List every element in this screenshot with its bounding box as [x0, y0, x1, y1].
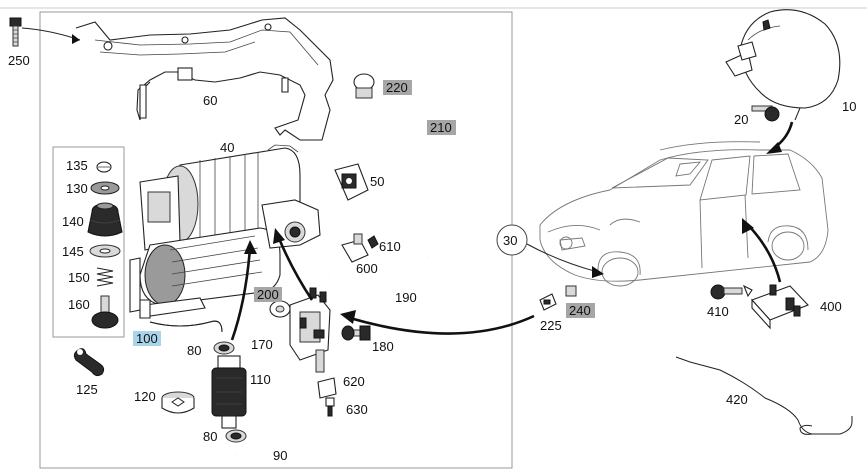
compressor-40[interactable] — [129, 144, 321, 317]
bolt-250[interactable] — [9, 17, 22, 47]
label-400: 400 — [820, 299, 842, 314]
label-160: 160 — [68, 297, 90, 312]
label-250: 250 — [8, 53, 30, 68]
clip-610[interactable] — [367, 235, 379, 249]
label-145: 145 — [62, 244, 84, 259]
bolt-20[interactable] — [751, 105, 780, 122]
label-150: 150 — [68, 270, 90, 285]
label-130: 130 — [66, 181, 88, 196]
washer-130[interactable] — [90, 181, 120, 195]
washer-200[interactable] — [269, 300, 291, 318]
label-135: 135 — [66, 158, 88, 173]
nut-135[interactable] — [96, 161, 112, 173]
label-190: 190 — [395, 290, 417, 305]
arrow-compressor-up — [230, 247, 252, 341]
label-80-upper: 80 — [187, 343, 201, 358]
label-110: 110 — [250, 372, 271, 387]
washer-145[interactable] — [89, 244, 121, 258]
label-20: 20 — [734, 112, 748, 127]
clamp-80-lower[interactable] — [225, 429, 247, 443]
cap-240[interactable] — [565, 285, 577, 297]
label-90: 90 — [273, 448, 287, 463]
hose-100[interactable] — [149, 320, 223, 333]
label-bg-200 — [254, 287, 282, 302]
label-120: 120 — [134, 389, 156, 404]
label-30: 30 — [503, 233, 517, 248]
label-bg-220 — [383, 80, 412, 95]
valve-225[interactable] — [539, 293, 557, 311]
label-180: 180 — [372, 339, 394, 354]
label-60: 60 — [203, 93, 217, 108]
label-410: 410 — [707, 304, 729, 319]
rubber-mount-140[interactable] — [87, 202, 123, 237]
label-80-lower: 80 — [203, 429, 217, 444]
clamp-80-upper[interactable] — [213, 341, 235, 355]
filter-110[interactable] — [211, 355, 247, 429]
label-bg-100 — [133, 331, 161, 346]
wrench-icon — [73, 348, 105, 377]
valve-block-170[interactable] — [289, 287, 331, 373]
arrow-sensor-up — [747, 224, 782, 283]
label-630: 630 — [346, 402, 368, 417]
label-220: 220 — [386, 80, 408, 95]
callout-30[interactable] — [496, 224, 528, 256]
label-200: 200 — [257, 287, 279, 302]
bracket-60[interactable] — [75, 17, 334, 141]
spring-150[interactable] — [96, 267, 114, 287]
sensor-600[interactable] — [341, 233, 369, 263]
label-610: 610 — [379, 239, 401, 254]
label-240: 240 — [569, 303, 591, 318]
bolt-410[interactable] — [710, 284, 753, 300]
bolt-180[interactable] — [341, 325, 371, 341]
label-210: 210 — [430, 120, 452, 135]
plug-630[interactable] — [325, 397, 335, 417]
linkage-rod-420[interactable] — [675, 356, 853, 435]
arrow-250 — [21, 27, 81, 41]
air-reservoir-10[interactable] — [725, 9, 841, 121]
label-bg-240 — [566, 303, 595, 318]
arrow-valve-up — [276, 235, 314, 301]
label-10: 10 — [842, 99, 856, 114]
label-140: 140 — [62, 214, 84, 229]
car-outline — [539, 141, 829, 287]
connector-620[interactable] — [317, 377, 337, 399]
label-225: 225 — [540, 318, 562, 333]
mount-120[interactable] — [161, 391, 195, 414]
relay-50[interactable] — [334, 163, 369, 201]
seal-kit-box — [52, 146, 125, 338]
label-620: 620 — [343, 374, 365, 389]
pin-160[interactable] — [91, 295, 119, 329]
label-125: 125 — [76, 382, 98, 397]
clip-220[interactable] — [353, 73, 375, 99]
level-sensor-400[interactable] — [751, 284, 809, 330]
label-100: 100 — [136, 331, 158, 346]
label-420: 420 — [726, 392, 748, 407]
label-600: 600 — [356, 261, 378, 276]
arrow-30 — [526, 243, 599, 273]
label-40: 40 — [220, 140, 234, 155]
label-bg-210 — [427, 120, 456, 135]
label-170: 170 — [251, 337, 273, 352]
label-50: 50 — [370, 174, 384, 189]
arrow-225-to-valve — [349, 314, 535, 335]
